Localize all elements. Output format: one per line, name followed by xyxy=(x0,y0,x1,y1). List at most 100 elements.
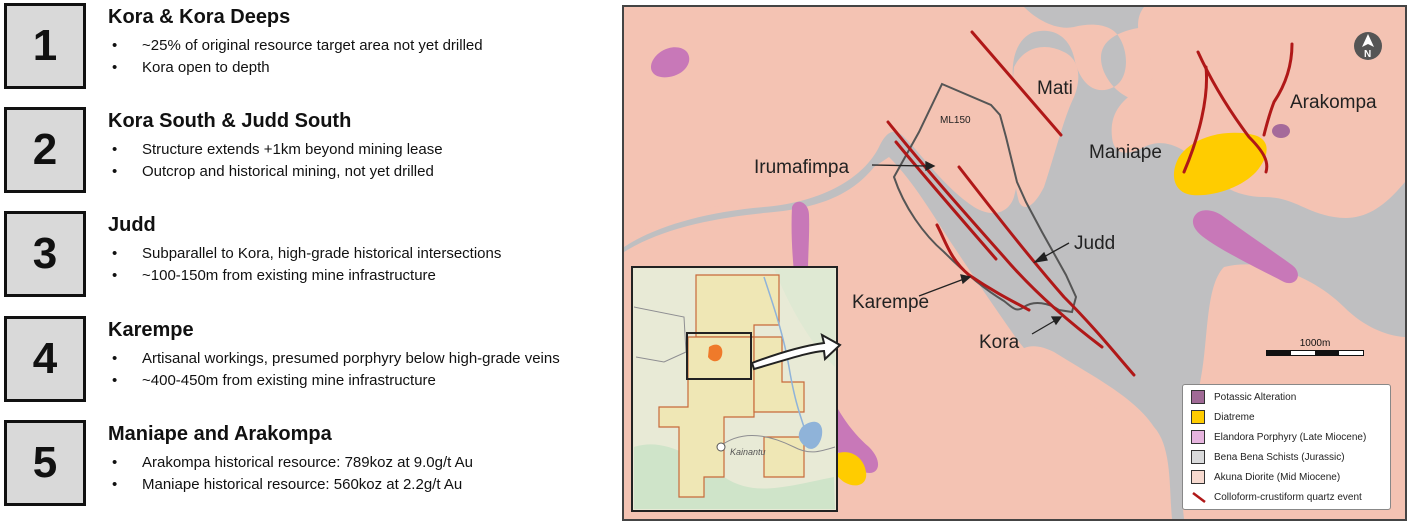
legend-label: Potassic Alteration xyxy=(1214,391,1297,403)
bullet-icon: • xyxy=(112,267,118,284)
target-number-badge: 2 xyxy=(4,107,86,193)
target-point: •Kora open to depth xyxy=(108,57,483,79)
vein-line-icon xyxy=(1192,492,1206,503)
target-points: •Artisanal workings, presumed porphyry b… xyxy=(108,348,560,392)
svg-text:N: N xyxy=(1364,49,1371,60)
legend-item: Colloform-crustiform quartz event xyxy=(1191,488,1362,506)
target-title: Karempe xyxy=(108,319,194,341)
label-kora: Kora xyxy=(979,332,1020,353)
target-3: 3 Judd •Subparallel to Kora, high-grade … xyxy=(4,211,614,299)
inset-river xyxy=(798,421,823,449)
ml150-lease-outline xyxy=(892,82,1078,314)
bullet-icon: • xyxy=(112,59,118,76)
legend-item: Elandora Porphyry (Late Miocene) xyxy=(1191,428,1366,446)
target-2: 2 Kora South & Judd South •Structure ext… xyxy=(4,107,614,195)
elandora-porphyry-area xyxy=(1192,210,1298,284)
bullet-icon: • xyxy=(112,454,118,471)
target-number-badge: 3 xyxy=(4,211,86,297)
inset-tenement xyxy=(763,436,805,478)
target-title: Kora South & Judd South xyxy=(108,110,352,132)
legend-label: Akuna Diorite (Mid Miocene) xyxy=(1214,471,1341,483)
kainantu-town-marker xyxy=(716,442,726,452)
quartz-vein xyxy=(935,223,1031,312)
arrow-head-icon xyxy=(1050,316,1063,326)
target-point: •Subparallel to Kora, high-grade histori… xyxy=(108,243,501,265)
bullet-icon: • xyxy=(112,163,118,180)
bullet-icon: • xyxy=(112,372,118,389)
legend-swatch xyxy=(1191,430,1205,444)
target-points: •~25% of original resource target area n… xyxy=(108,35,483,79)
karempe-leader xyxy=(918,278,965,297)
label-judd: Judd xyxy=(1074,233,1115,254)
north-arrow-icon: N xyxy=(1354,32,1382,60)
bullet-icon: • xyxy=(112,37,118,54)
quartz-vein xyxy=(1182,65,1209,174)
bullet-icon: • xyxy=(112,476,118,493)
arrow-head-icon xyxy=(1033,251,1048,263)
location-inset: Kainantu xyxy=(631,266,842,512)
target-point: •Outcrop and historical mining, not yet … xyxy=(108,161,443,183)
target-title: Kora & Kora Deeps xyxy=(108,6,291,28)
legend-item: Diatreme xyxy=(1191,408,1255,426)
target-title: Maniape and Arakompa xyxy=(108,423,332,445)
geology-map: Mati Arakompa Maniape Irumafimpa Judd Ka… xyxy=(622,5,1407,521)
kora-leader xyxy=(1031,319,1057,335)
quartz-vein xyxy=(886,120,1104,349)
target-point: •Artisanal workings, presumed porphyry b… xyxy=(108,348,560,370)
label-ml150: ML150 xyxy=(940,115,971,126)
target-points: •Subparallel to Kora, high-grade histori… xyxy=(108,243,501,287)
akuna-diorite-area xyxy=(1011,47,1079,207)
scale-label: 1000m xyxy=(1299,338,1331,349)
legend-item: Bena Bena Schists (Jurassic) xyxy=(1191,448,1345,466)
target-points: •Arakompa historical resource: 789koz at… xyxy=(108,452,473,496)
legend-label: Elandora Porphyry (Late Miocene) xyxy=(1214,431,1367,443)
label-irumafimpa: Irumafimpa xyxy=(754,157,849,178)
diatreme-area xyxy=(831,452,867,486)
target-point: •Structure extends +1km beyond mining le… xyxy=(108,139,443,161)
target-point: •~100-150m from existing mine infrastruc… xyxy=(108,265,501,287)
target-point: •~25% of original resource target area n… xyxy=(108,35,483,57)
inset-terrain xyxy=(774,269,835,367)
diatreme-area xyxy=(1173,132,1267,196)
quartz-vein xyxy=(1262,42,1294,137)
target-5: 5 Maniape and Arakompa •Arakompa histori… xyxy=(4,420,614,508)
potassic-alteration-area xyxy=(1272,124,1290,138)
label-kainantu: Kainantu xyxy=(730,447,766,457)
map-legend: Potassic Alteration Diatreme Elandora Po… xyxy=(1182,384,1391,510)
target-number-badge: 5 xyxy=(4,420,86,506)
target-4: 4 Karempe •Artisanal workings, presumed … xyxy=(4,316,614,404)
target-point: •Arakompa historical resource: 789koz at… xyxy=(108,452,473,474)
target-point: •~400-450m from existing mine infrastruc… xyxy=(108,370,560,392)
inset-focus-box xyxy=(686,332,752,380)
label-karempe: Karempe xyxy=(852,292,929,313)
legend-label: Colloform-crustiform quartz event xyxy=(1214,491,1362,503)
inset-tenement xyxy=(753,336,805,413)
target-title: Judd xyxy=(108,214,156,236)
arrow-head-icon xyxy=(960,274,972,285)
label-maniape: Maniape xyxy=(1089,142,1162,163)
label-mati: Mati xyxy=(1037,78,1073,99)
legend-swatch xyxy=(1191,450,1205,464)
akuna-diorite-area xyxy=(624,7,1021,242)
inset-ml-area xyxy=(708,344,723,362)
target-number-badge: 1 xyxy=(4,3,86,89)
legend-item: Akuna Diorite (Mid Miocene) xyxy=(1191,468,1340,486)
target-points: •Structure extends +1km beyond mining le… xyxy=(108,139,443,183)
inset-pointer-arrow xyxy=(750,333,842,371)
judd-leader xyxy=(1041,242,1070,259)
quartz-vein xyxy=(970,30,1063,137)
irumafimpa-leader xyxy=(871,164,927,167)
label-leaders xyxy=(871,160,1070,335)
target-point: •Maniape historical resource: 560koz at … xyxy=(108,474,473,496)
legend-item: Potassic Alteration xyxy=(1191,388,1296,406)
akuna-diorite-area xyxy=(1111,7,1405,218)
quartz-veins xyxy=(886,30,1294,377)
legend-label: Diatreme xyxy=(1214,411,1255,423)
bullet-icon: • xyxy=(112,245,118,262)
inset-river xyxy=(763,276,805,428)
label-arakompa: Arakompa xyxy=(1290,92,1377,113)
arrow-head-icon xyxy=(925,160,936,172)
elandora-porphyry-area xyxy=(650,47,690,78)
bullet-icon: • xyxy=(112,350,118,367)
legend-swatch xyxy=(1191,390,1205,404)
